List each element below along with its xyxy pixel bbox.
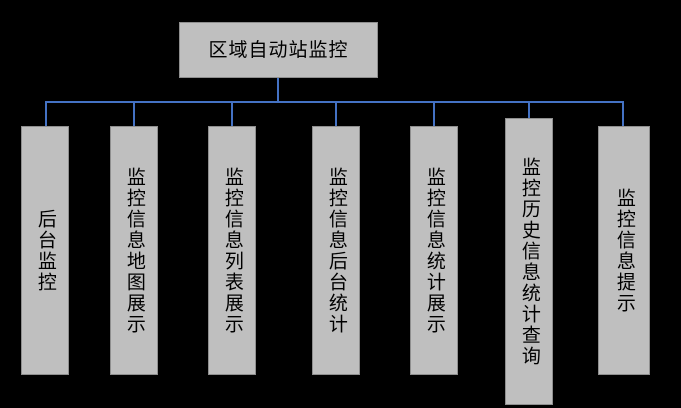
- diagram-node-4-label: 监控信息后台统计: [325, 166, 348, 335]
- diagram-root-label: 区域自动站监控: [208, 38, 349, 61]
- diagram-node-5-label: 监控信息统计展示: [423, 166, 446, 335]
- diagram-node-3[interactable]: 监控信息列表展示: [208, 126, 256, 375]
- diagram-node-7-label: 监控信息提示: [613, 187, 636, 314]
- diagram-node-2[interactable]: 监控信息地图展示: [110, 126, 158, 375]
- diagram-node-6-label: 监控历史信息统计查询: [518, 156, 541, 367]
- diagram-node-1-label: 后台监控: [34, 208, 57, 293]
- diagram-node-1[interactable]: 后台监控: [21, 126, 69, 375]
- connector-drop-7: [622, 101, 624, 126]
- diagram-root-node[interactable]: 区域自动站监控: [179, 22, 378, 78]
- diagram-node-7[interactable]: 监控信息提示: [598, 126, 650, 375]
- connector-drop-1: [45, 101, 47, 126]
- diagram-node-6[interactable]: 监控历史信息统计查询: [505, 118, 553, 405]
- connector-drop-2: [133, 101, 135, 126]
- connector-root-stem: [277, 78, 279, 102]
- connector-drop-5: [433, 101, 435, 126]
- diagram-node-4[interactable]: 监控信息后台统计: [312, 126, 360, 375]
- connector-drop-4: [335, 101, 337, 126]
- connector-drop-3: [231, 101, 233, 126]
- connector-horizontal-bus: [45, 101, 623, 103]
- diagram-node-5[interactable]: 监控信息统计展示: [410, 126, 458, 375]
- diagram-node-2-label: 监控信息地图展示: [123, 166, 146, 335]
- diagram-node-3-label: 监控信息列表展示: [221, 166, 244, 335]
- connector-drop-6: [528, 101, 530, 118]
